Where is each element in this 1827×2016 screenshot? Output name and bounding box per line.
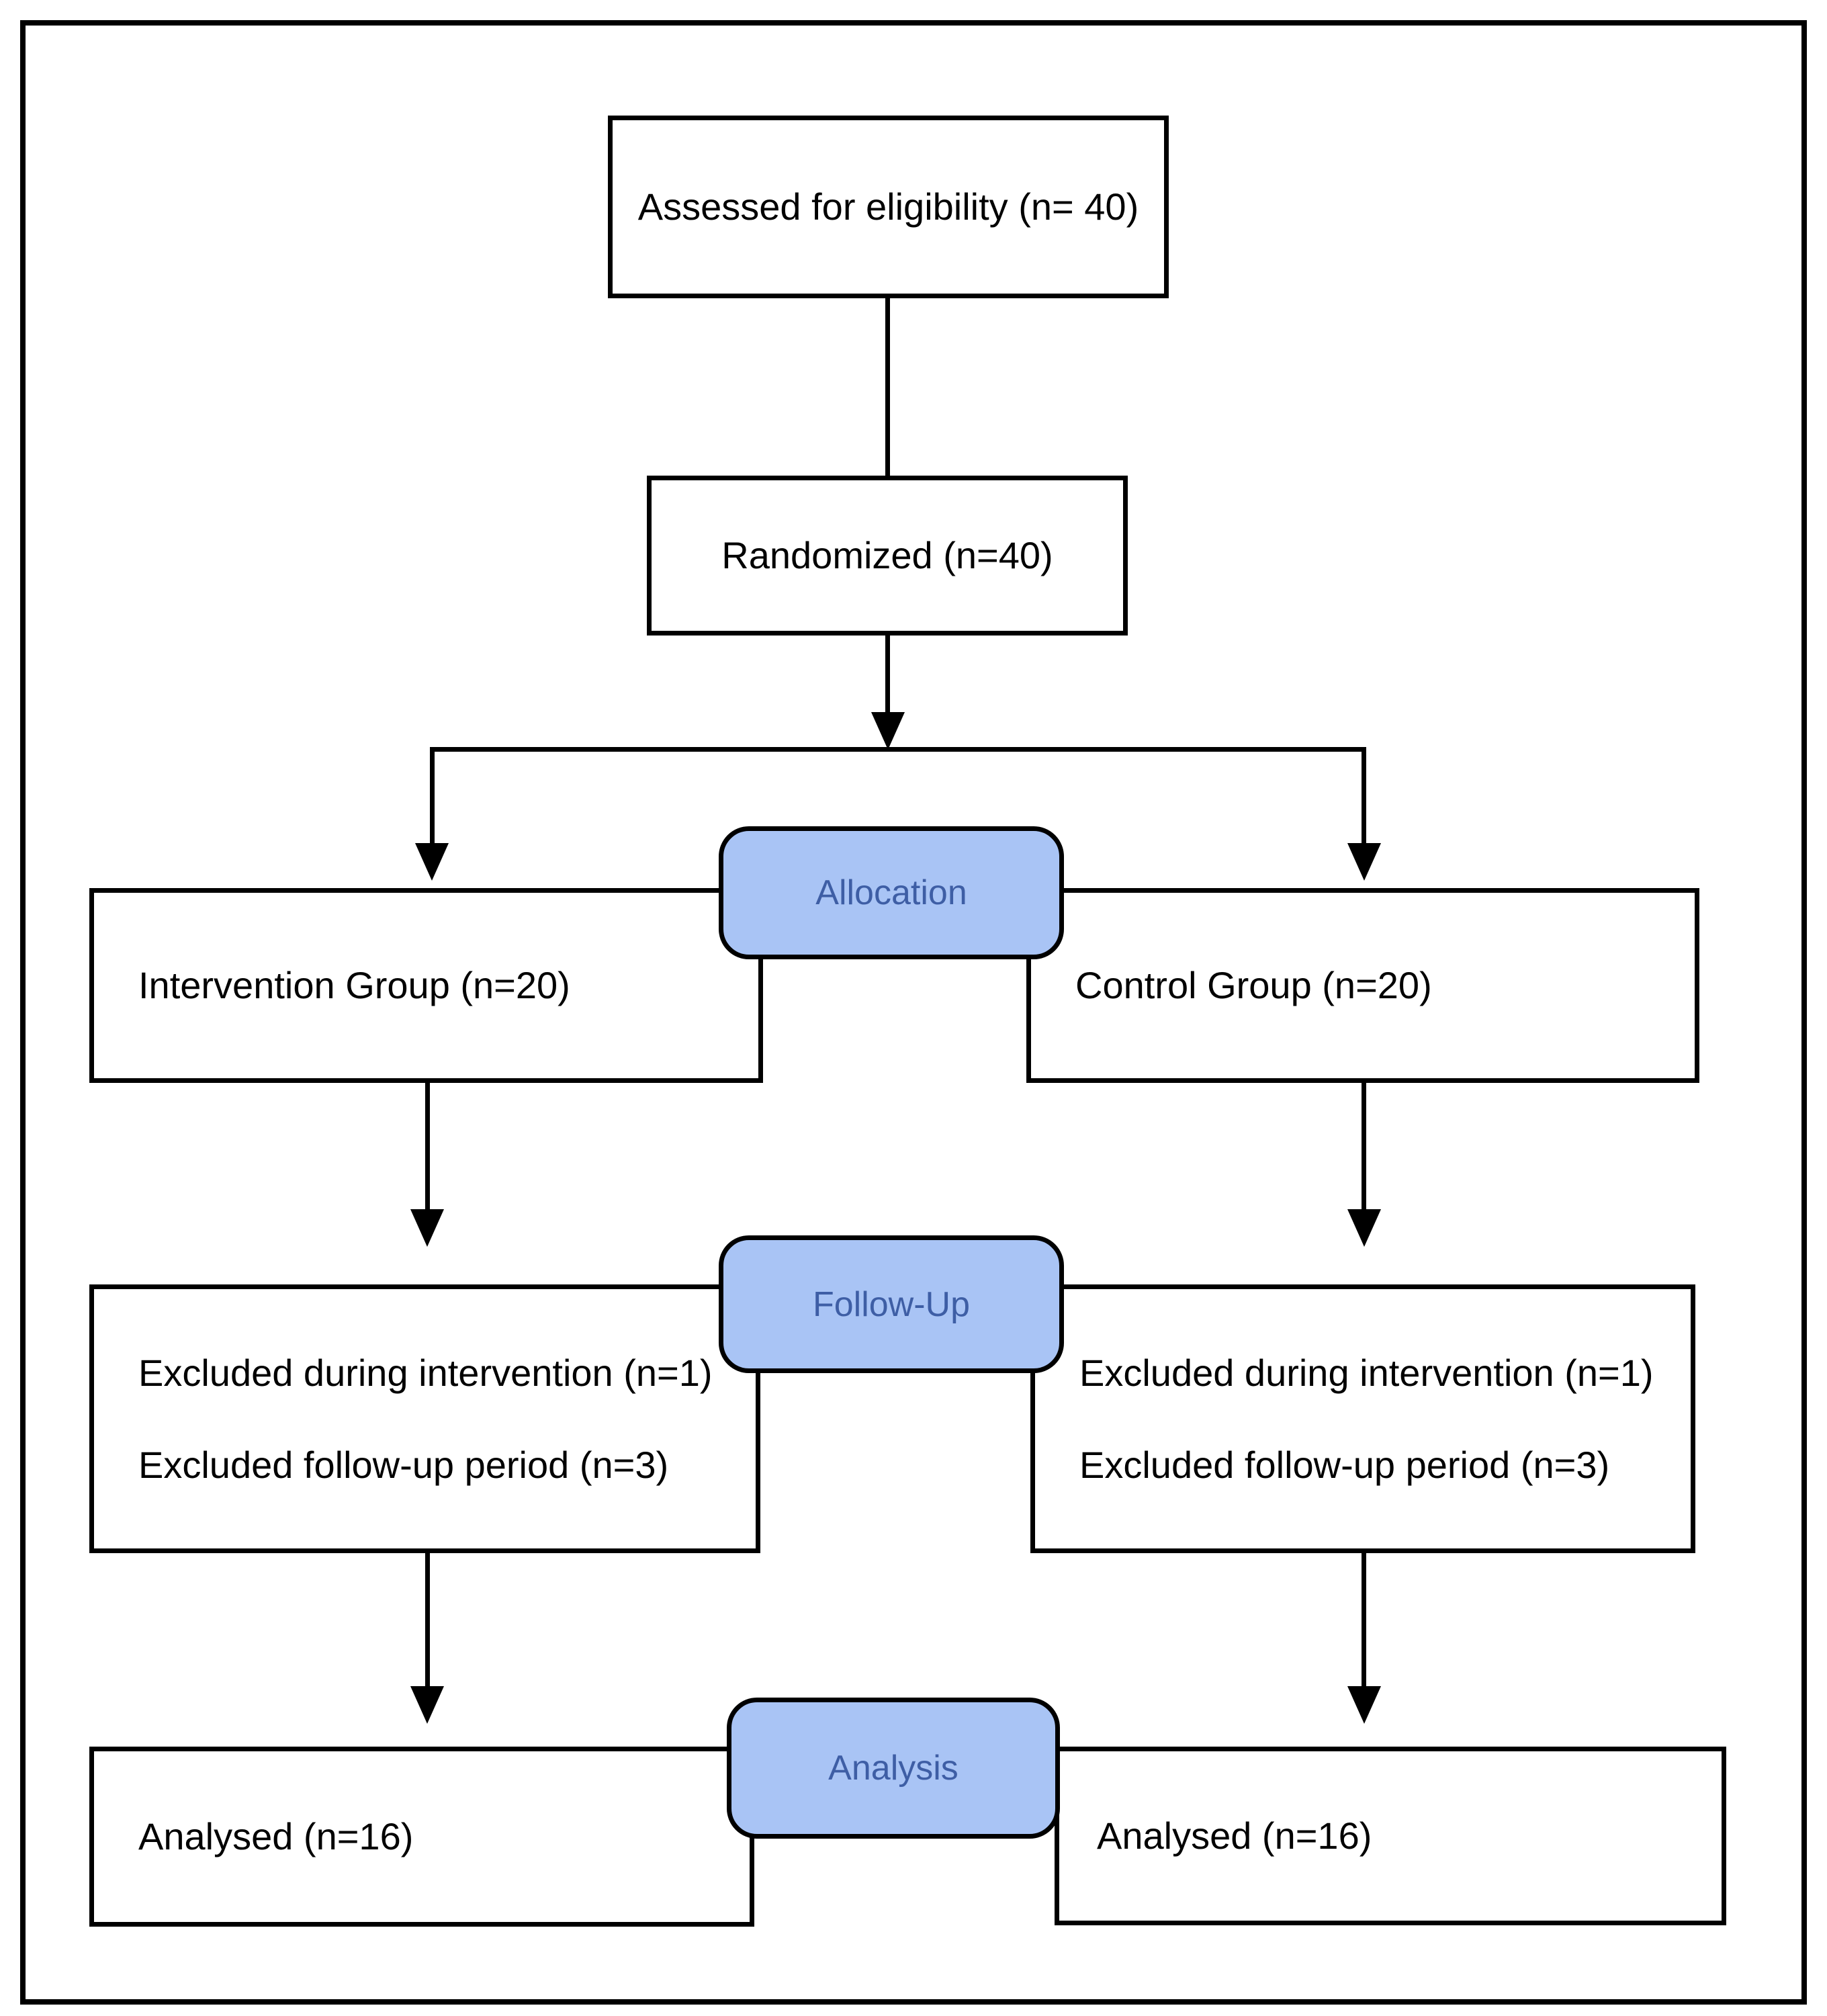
connector-followup-to-analysis-right [1362, 1553, 1366, 1688]
followup-stage-badge: Follow-Up [719, 1235, 1064, 1373]
split-horizontal-line [430, 747, 1366, 752]
arrowhead-into-analysis-right [1347, 1686, 1381, 1724]
followup-left-line2: Excluded follow-up period (n=3) [138, 1444, 669, 1486]
outer-border [20, 20, 1807, 2005]
arrowhead-split-junction [871, 712, 905, 750]
analysed-left-box: Analysed (n=16) [89, 1747, 754, 1927]
analysis-stage-badge: Analysis [727, 1698, 1060, 1839]
randomized-box: Randomized (n=40) [647, 476, 1128, 636]
connector-split-to-intervention [430, 747, 435, 844]
followup-right-line2: Excluded follow-up period (n=3) [1079, 1444, 1610, 1486]
allocation-stage-badge: Allocation [719, 826, 1064, 959]
connector-intervention-to-followup [425, 1083, 430, 1211]
connector-assessed-to-randomized [885, 298, 890, 476]
followup-left-box: Excluded during intervention (n=1) Exclu… [89, 1284, 760, 1553]
assessed-eligibility-box: Assessed for eligibility (n= 40) [608, 116, 1169, 298]
analysed-left-label: Analysed (n=16) [138, 1815, 414, 1858]
followup-left-line1: Excluded during intervention (n=1) [138, 1351, 713, 1394]
connector-control-to-followup [1362, 1083, 1366, 1211]
randomized-label: Randomized (n=40) [721, 534, 1053, 577]
connector-followup-to-analysis-left [425, 1553, 430, 1688]
assessed-eligibility-label: Assessed for eligibility (n= 40) [637, 185, 1139, 228]
arrowhead-into-intervention [415, 843, 449, 881]
arrowhead-into-followup-right [1347, 1209, 1381, 1247]
connector-randomized-to-split [885, 636, 890, 715]
analysed-right-box: Analysed (n=16) [1055, 1747, 1726, 1925]
connector-split-to-control [1362, 747, 1366, 844]
intervention-group-box: Intervention Group (n=20) [89, 888, 763, 1083]
control-group-label: Control Group (n=20) [1075, 964, 1432, 1007]
arrowhead-into-analysis-left [410, 1686, 444, 1724]
arrowhead-into-control [1347, 843, 1381, 881]
arrowhead-into-followup-left [410, 1209, 444, 1247]
control-group-box: Control Group (n=20) [1026, 888, 1699, 1083]
followup-right-box: Excluded during intervention (n=1) Exclu… [1030, 1284, 1695, 1553]
allocation-stage-label: Allocation [815, 873, 967, 912]
followup-right-line1: Excluded during intervention (n=1) [1079, 1351, 1654, 1394]
intervention-group-label: Intervention Group (n=20) [138, 964, 570, 1007]
analysed-right-label: Analysed (n=16) [1097, 1814, 1372, 1857]
analysis-stage-label: Analysis [828, 1749, 959, 1788]
followup-stage-label: Follow-Up [812, 1284, 971, 1324]
